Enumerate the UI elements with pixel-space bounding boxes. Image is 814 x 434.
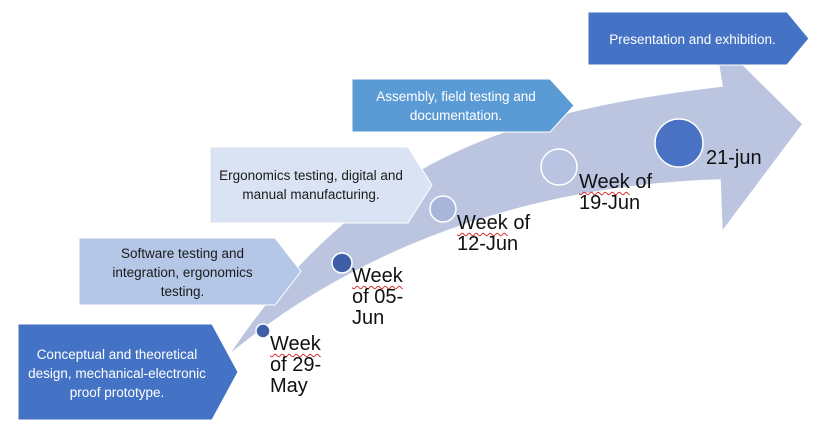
spellcheck-word: Week (352, 265, 403, 287)
phase-5-callout-shape (587, 11, 810, 66)
label-fragment: 19-Jun (579, 192, 641, 214)
label-fragment: 12-Jun (457, 233, 519, 255)
label-fragment: of (629, 171, 653, 193)
phase-3-callout-shape (209, 146, 433, 224)
milestone-label-line: 21-jun (706, 148, 762, 169)
phase-box-2: Software testing and integration, ergono… (90, 241, 275, 303)
phase-box-1: Conceptual and theoretical design, mecha… (22, 327, 212, 419)
spellcheck-word: Week (457, 212, 508, 234)
phase-5-label: Presentation and exhibition. (609, 31, 776, 47)
milestone-label-line: May (270, 376, 321, 397)
phase-box-3: Ergonomics testing, digital and manual m… (214, 149, 408, 221)
phase-4-callout-shape (351, 78, 575, 133)
milestone-label-line: 19-Jun (579, 193, 652, 214)
label-fragment: of 05- (352, 286, 404, 308)
milestone-dot-2 (331, 252, 353, 274)
phase-4-label: Assembly, field testing and documentatio… (376, 89, 536, 123)
milestone-label-line: of 29- (270, 355, 321, 376)
milestone-dot-4 (540, 148, 578, 186)
milestone-label-line: Week (352, 266, 403, 287)
milestone-label-5: 21-jun (706, 148, 762, 169)
milestone-dot-5 (654, 118, 704, 168)
phase-box-4: Assembly, field testing and documentatio… (357, 82, 555, 130)
label-fragment: Jun (352, 307, 385, 329)
milestone-label-line: Week of (579, 172, 652, 193)
milestone-label-line: Jun (352, 308, 403, 329)
phase-2-label: Software testing and integration, ergono… (112, 245, 253, 299)
milestone-label-line: 12-Jun (457, 234, 530, 255)
label-fragment: May (270, 375, 308, 397)
milestone-label-line: of 05- (352, 287, 403, 308)
label-fragment: 21-jun (706, 147, 762, 169)
label-fragment: of 29- (270, 354, 322, 376)
phase-1-label: Conceptual and theoretical design, mecha… (28, 346, 206, 400)
spellcheck-word: Week (579, 171, 630, 193)
milestone-dot-3 (429, 195, 457, 223)
spellcheck-word: Week (270, 333, 321, 355)
milestone-dot-1 (255, 323, 271, 339)
phase-3-label: Ergonomics testing, digital and manual m… (219, 168, 403, 202)
phase-1-callout-shape (17, 323, 239, 421)
milestone-label-line: Week of (457, 213, 530, 234)
milestone-label-line: Week (270, 334, 321, 355)
phase-box-5: Presentation and exhibition. (593, 14, 792, 64)
label-fragment: of (507, 212, 531, 234)
phase-2-callout-shape (78, 237, 302, 306)
